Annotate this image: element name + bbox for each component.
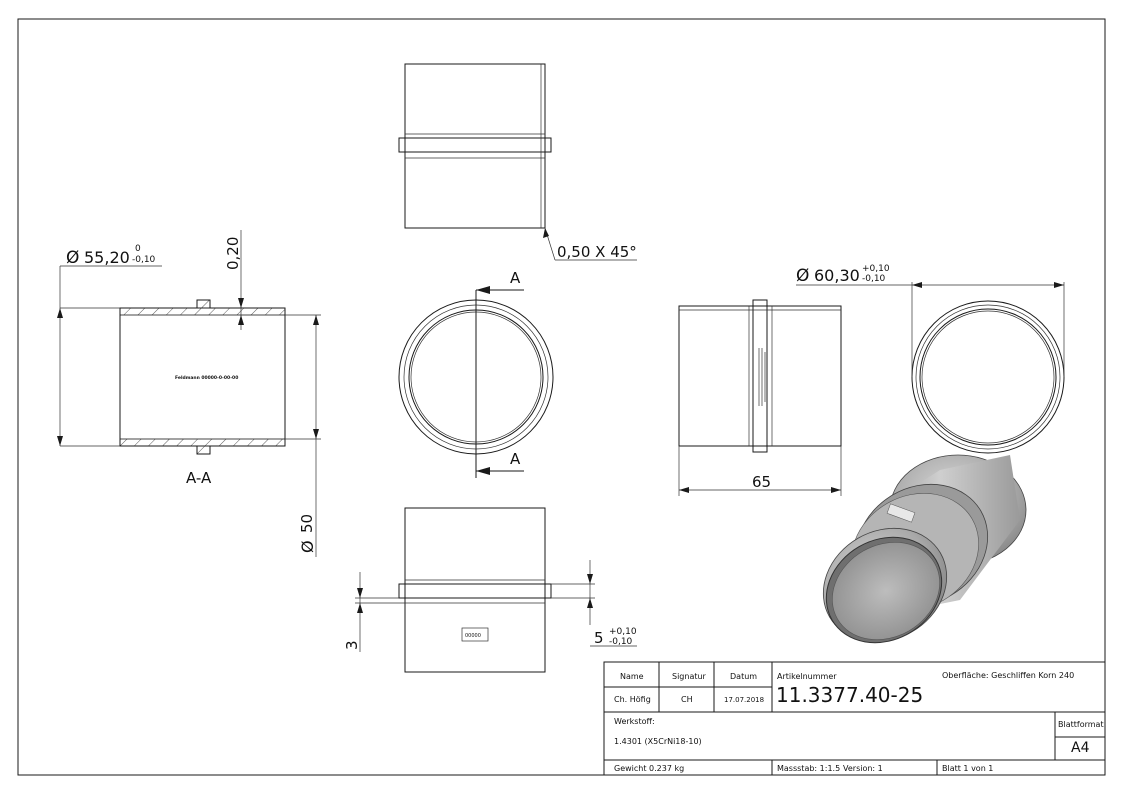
bottom-view: 00000 3 5 +0,10 -0,10 [343, 507, 637, 673]
section-label: A-A [186, 469, 212, 487]
tb-sign-header: Signatur [672, 672, 707, 681]
tb-sheet: Blatt 1 von 1 [942, 764, 993, 773]
dim-five-tol-up: +0,10 [609, 627, 637, 637]
tb-date-header: Datum [730, 672, 757, 681]
dim-dia-60-tol-up: +0,10 [862, 264, 890, 274]
isometric-render [822, 454, 1027, 644]
dia-symbol-50: Ø [298, 540, 317, 553]
cut-label-bottom: A [510, 450, 521, 468]
dim-dia-55: 55,20 [84, 248, 130, 267]
dim-length: 65 [752, 473, 771, 491]
dim-three: 3 [343, 640, 361, 650]
tb-material: 1.4301 (X5CrNi18-10) [614, 737, 702, 746]
small-engraving: 00000 [465, 633, 481, 639]
dim-chamfer: 0,50 X 45° [557, 243, 637, 261]
title-block: Name Signatur Datum Artikelnummer Oberfl… [603, 661, 1106, 776]
dia-symbol-60: Ø [796, 266, 809, 286]
tb-scale: Massstab: 1:1.5 [777, 764, 840, 773]
section-view-a-a: Feldmann 00000-0-00-00 A-A Ø 55,20 0 -0,… [57, 230, 321, 557]
tb-article-header: Artikelnummer [777, 672, 837, 681]
tb-date: 17.07.2018 [724, 696, 764, 704]
tb-material-header: Werkstoff: [614, 717, 655, 726]
engraving-marks [758, 348, 766, 406]
tb-sign: CH [681, 695, 693, 704]
tb-surface: Oberfläche: Geschliffen Korn 240 [942, 671, 1074, 680]
dia-symbol-55: Ø [66, 248, 79, 268]
tb-weight: Gewicht 0.237 kg [614, 764, 684, 773]
dim-dia-50: 50 [298, 514, 316, 533]
dim-dia-55-tol-up: 0 [135, 244, 141, 254]
dim-dia-60: 60,30 [814, 266, 860, 285]
tb-name-header: Name [620, 672, 644, 681]
tb-version: Version: 1 [843, 764, 883, 773]
side-view: 65 [678, 299, 842, 496]
dim-dia-55-tol-lo: -0,10 [132, 255, 156, 265]
dim-wall: 0,20 [224, 237, 242, 270]
dim-five: 5 [594, 629, 604, 647]
front-view: A A [398, 269, 554, 478]
tb-name: Ch. Höfig [614, 695, 651, 704]
end-view: Ø 60,30 +0,10 -0,10 [796, 264, 1065, 454]
top-view: 0,50 X 45° [398, 63, 637, 261]
cut-label-top: A [510, 269, 521, 287]
engraving-text: Feldmann 00000-0-00-00 [175, 375, 238, 381]
sheet-border [17, 18, 1106, 776]
tb-format-header: Blattformat [1058, 720, 1104, 729]
tb-format: A4 [1071, 740, 1090, 756]
tb-article: 11.3377.40-25 [776, 683, 923, 707]
dim-five-tol-lo: -0,10 [609, 637, 633, 647]
dim-dia-60-tol-lo: -0,10 [862, 274, 886, 284]
